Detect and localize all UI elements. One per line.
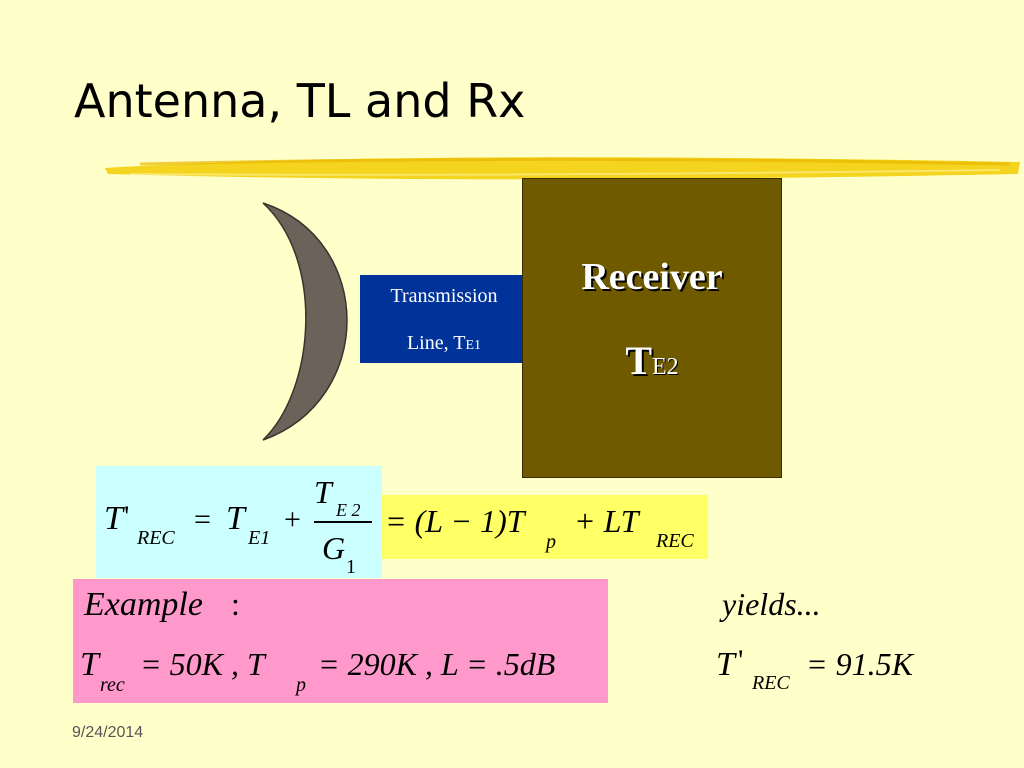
eq-lhs-prime: '	[124, 500, 130, 533]
antenna-dish-icon	[262, 202, 348, 441]
transmission-line-symbol: Line, TE1	[406, 332, 482, 354]
eq-te1-T: T	[226, 500, 245, 537]
result-T: T	[716, 646, 735, 683]
eq-lhs-sub: REC	[137, 527, 175, 549]
example-label: Example	[84, 586, 203, 623]
yields-label: yields...	[722, 586, 821, 622]
result-value: = 91.5K	[806, 646, 913, 682]
result-sub: REC	[752, 672, 790, 694]
footer-date: 9/24/2014	[72, 724, 144, 741]
eq-frac-den-G: G	[322, 530, 346, 566]
slide-title: Antenna, TL and Rx	[74, 74, 526, 128]
eq-rhs-sub-p: p	[546, 531, 556, 553]
example-sub-p: p	[296, 674, 306, 696]
eq-rhs: = (L − 1)T	[385, 503, 525, 539]
eq-equals: =	[194, 503, 211, 536]
eq-fraction-bar	[314, 521, 372, 523]
receiver-label: Receiver	[581, 256, 723, 298]
eq-rhs-sub-rec: REC	[656, 530, 694, 552]
eq-rhs-plus: + LT	[574, 503, 639, 539]
eq-frac-den-sub: 1	[346, 556, 356, 578]
example-colon: :	[231, 586, 240, 622]
eq-te1-sub: E1	[248, 527, 271, 549]
receiver-symbol: TE2	[625, 338, 679, 383]
receiver-box: Receiver TE2	[522, 178, 782, 478]
transmission-line-box: Transmission Line, TE1	[360, 275, 528, 363]
example-values-end: = 290K , L = .5dB	[318, 646, 556, 682]
example-highlight-pink	[73, 579, 608, 703]
example-values-mid: = 50K , T	[140, 646, 265, 682]
result-prime: '	[738, 644, 744, 677]
example-sub-rec: rec	[100, 674, 125, 696]
title-underline-stroke	[105, 157, 1020, 180]
eq-plus: +	[284, 503, 301, 536]
transmission-line-label: Transmission	[390, 285, 498, 307]
eq-frac-num-sub: E 2	[336, 500, 361, 520]
eq-frac-num-T: T	[314, 474, 332, 510]
example-T: T	[80, 646, 99, 683]
equation-highlight-yellow	[382, 495, 708, 559]
eq-lhs-T: T	[104, 500, 123, 537]
